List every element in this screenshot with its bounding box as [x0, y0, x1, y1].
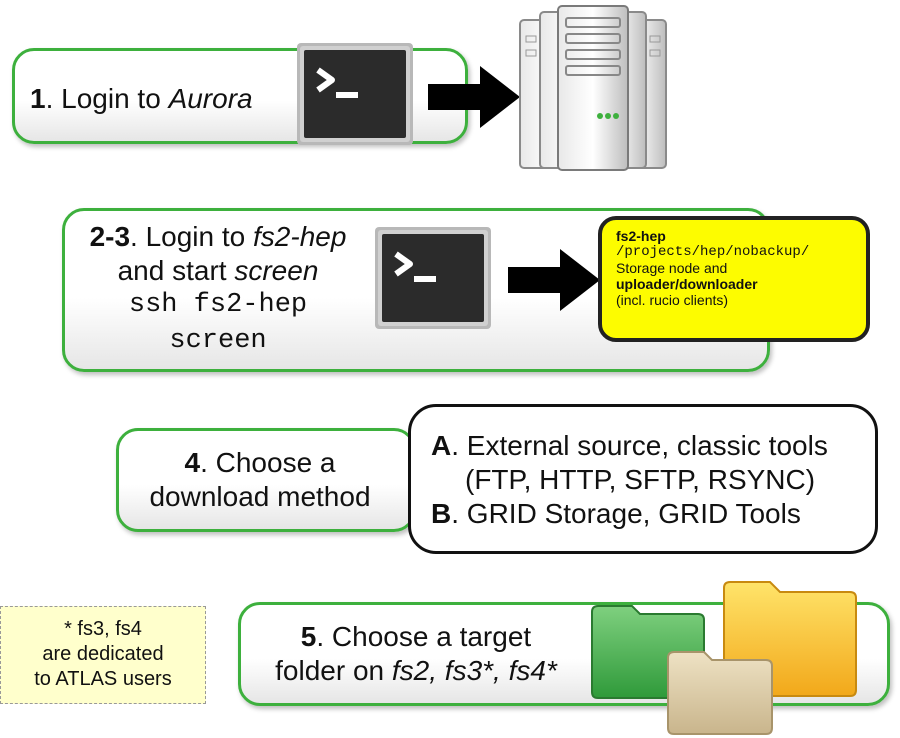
step-2-3-italic-1: fs2-hep	[253, 221, 347, 252]
step-4-label: 4. Choose a download method	[120, 446, 400, 514]
step-1-text: . Login to	[45, 83, 169, 114]
note-line-3: to ATLAS users	[34, 668, 172, 690]
storage-path: /projects/hep/nobackup/	[616, 244, 810, 260]
terminal-icon	[375, 227, 491, 329]
storage-line-4: uploader/downloader	[616, 276, 758, 292]
step-1-label: 1. Login to Aurora	[30, 82, 253, 116]
option-a-sub: (FTP, HTTP, SFTP, RSYNC)	[465, 464, 816, 495]
right-arrow-icon	[428, 66, 520, 128]
ssh-command: ssh fs2-hep	[128, 290, 308, 320]
step-5-line-2: folder on fs2, fs3*, fs4*	[250, 654, 582, 688]
step-1-italic: Aurora	[168, 83, 253, 114]
option-a-label: A	[431, 430, 452, 461]
step-4-line-1: 4. Choose a	[120, 446, 400, 480]
step-2-3-number: 2-3	[89, 221, 131, 252]
storage-line-3: Storage node and	[616, 260, 728, 276]
step-4-number: 4	[184, 447, 201, 478]
step-2-3-text-1: . Login to	[130, 221, 254, 252]
storage-line-5: (incl. rucio clients)	[616, 292, 729, 308]
storage-node-box: fs2-hep /projects/hep/nobackup/ Storage …	[598, 216, 870, 342]
step-2-3-label: 2-3. Login to fs2-hep and start screen s…	[78, 220, 358, 358]
step-2-3-line-1: 2-3. Login to fs2-hep	[78, 220, 358, 254]
note-line-1: * fs3, fs4	[64, 618, 142, 640]
step-5-text-1: . Choose a target	[316, 621, 532, 652]
step-2-3-text-2: and start	[117, 255, 235, 286]
option-b-label: B	[431, 498, 452, 529]
storage-node-title: fs2-hep	[616, 228, 666, 244]
step-2-3-line-2: and start screen	[78, 254, 358, 288]
note-line-2: are dedicated	[42, 643, 164, 665]
option-a-line: A. External source, classic tools	[431, 429, 828, 463]
download-options-box: A. External source, classic tools (FTP, …	[408, 404, 878, 554]
terminal-icon	[297, 43, 413, 145]
step-5-label: 5. Choose a target folder on fs2, fs3*, …	[250, 620, 582, 688]
option-b-line: B. GRID Storage, GRID Tools	[431, 497, 801, 531]
server-rack-icon	[519, 5, 667, 171]
step-1-number: 1	[30, 83, 46, 114]
option-b-text: . GRID Storage, GRID Tools	[451, 498, 801, 529]
screen-command: screen	[169, 326, 267, 356]
atlas-note-box: * fs3, fs4 are dedicated to ATLAS users	[0, 606, 206, 704]
folder-icon	[667, 651, 773, 735]
step-5-number: 5	[300, 621, 317, 652]
step-5-line-1: 5. Choose a target	[250, 620, 582, 654]
option-a-text: . External source, classic tools	[451, 430, 828, 461]
step-4-line-2: download method	[149, 481, 371, 512]
step-2-3-italic-2: screen	[234, 255, 319, 286]
right-arrow-icon	[508, 249, 600, 311]
step-5-italic: fs2, fs3*, fs4*	[391, 655, 557, 686]
step-4-text-1: . Choose a	[200, 447, 336, 478]
step-5-text-2: folder on	[275, 655, 392, 686]
